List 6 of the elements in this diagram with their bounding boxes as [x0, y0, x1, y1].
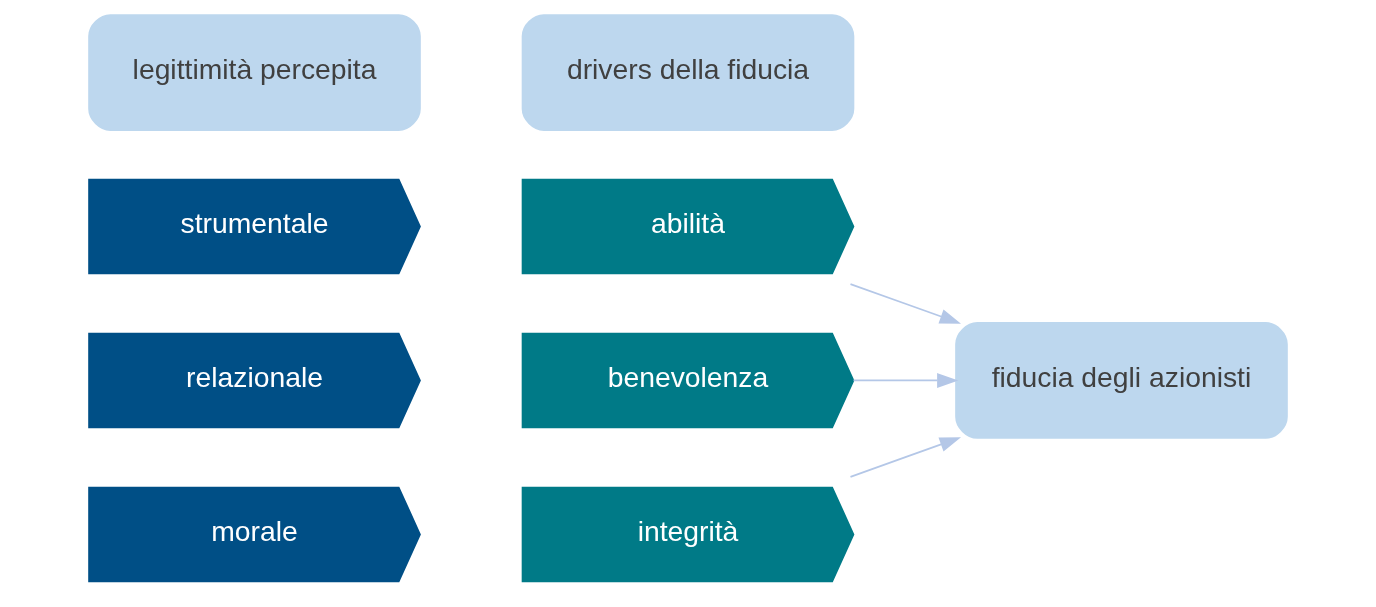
arrow	[849, 437, 962, 478]
node-box: fiducia degli azionisti	[955, 322, 1288, 439]
arrow	[849, 283, 962, 324]
node-box: legittimità percepita	[88, 14, 421, 131]
arrow	[852, 373, 959, 388]
node-box: drivers della fiducia	[521, 14, 855, 131]
